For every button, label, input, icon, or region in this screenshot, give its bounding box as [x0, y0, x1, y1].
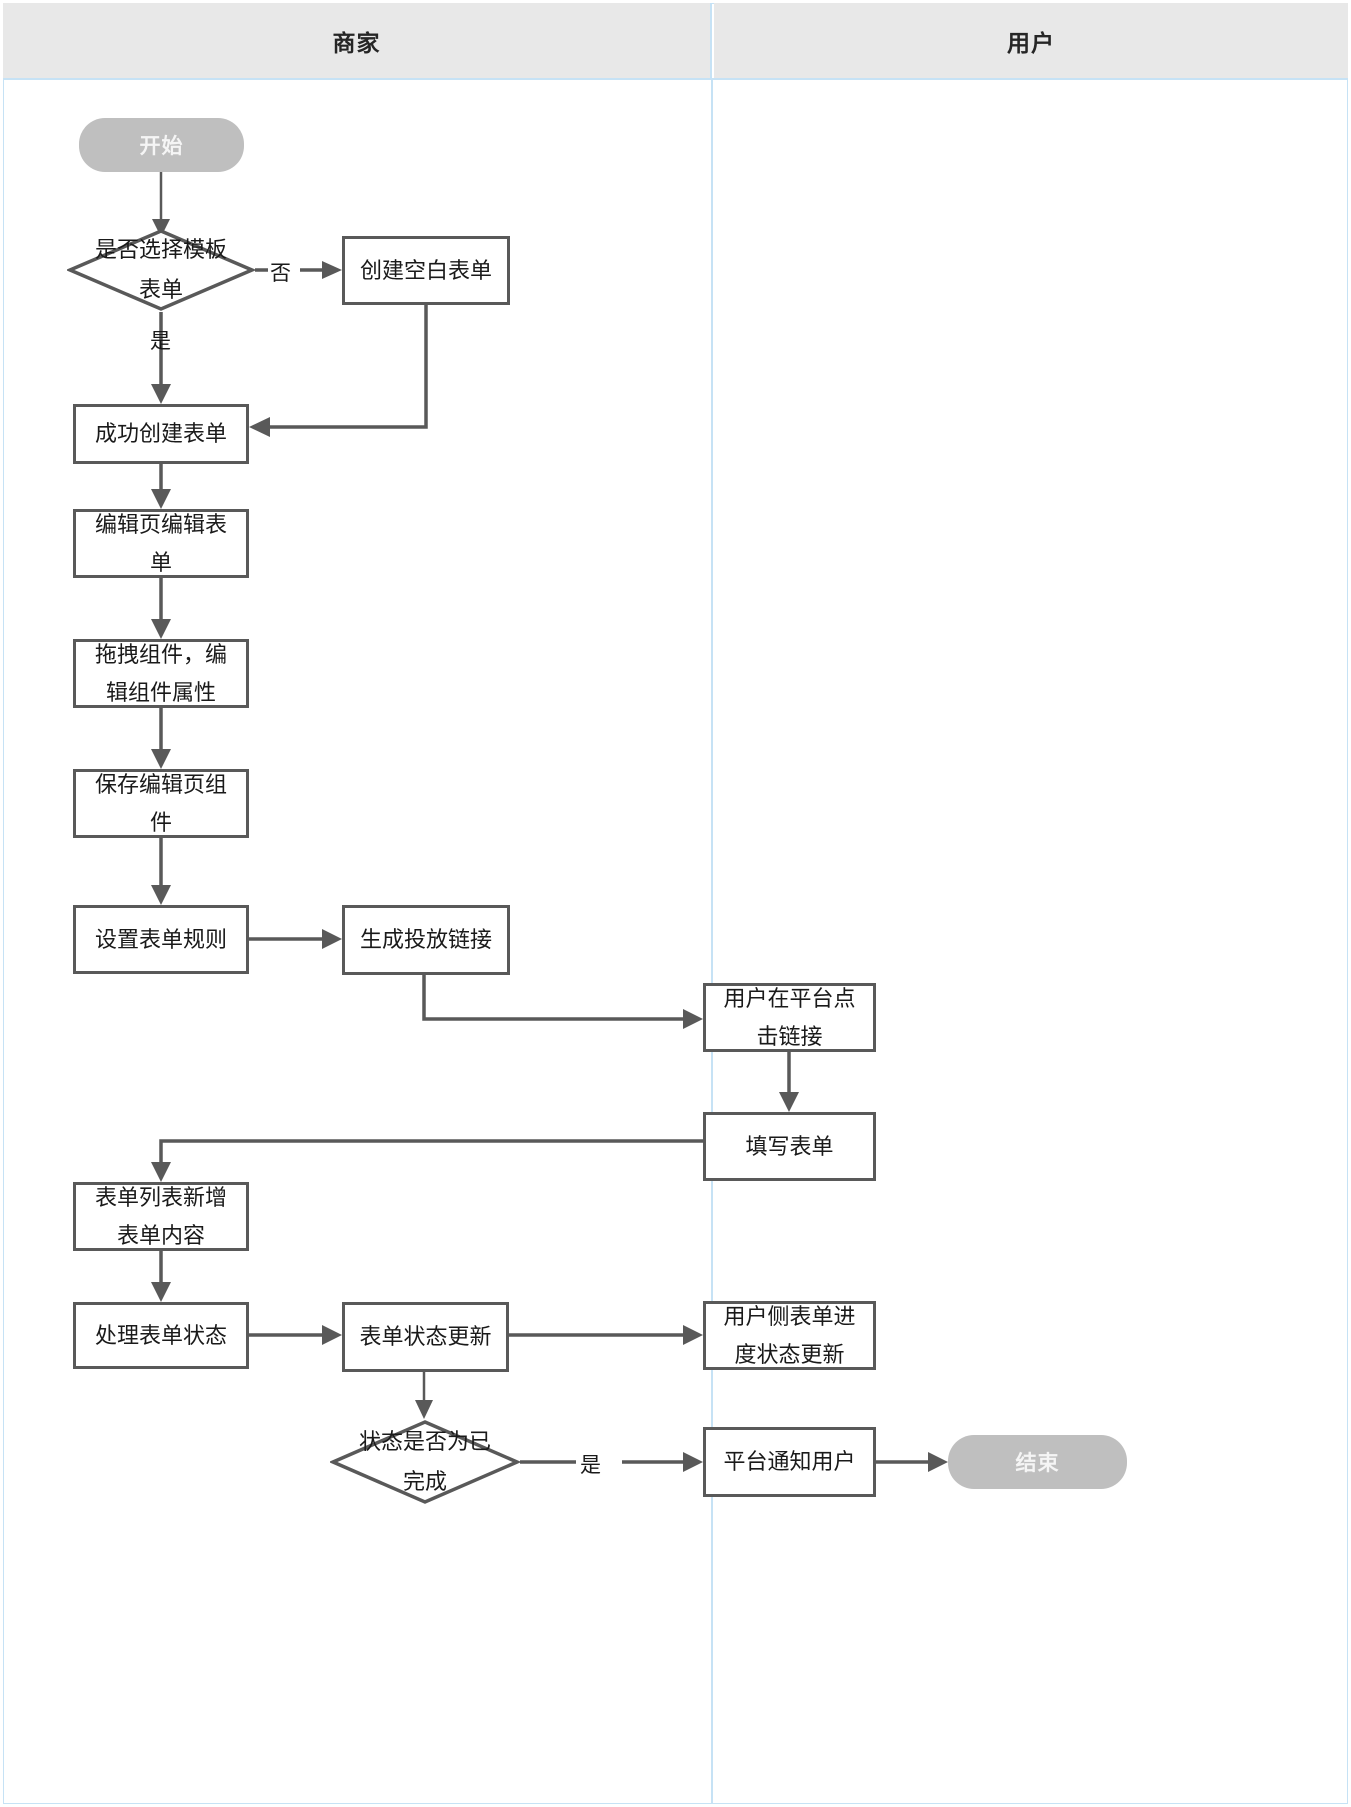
node-end[interactable]: 结束	[948, 1435, 1127, 1489]
node-choose-template-label: 是否选择模板 表单	[94, 237, 227, 302]
edge-label-yes-completed: 是	[580, 1454, 601, 1477]
node-user-click-link-label: 用户在平台点 击链接	[723, 985, 856, 1049]
node-process-status-label: 处理表单状态	[94, 1322, 227, 1348]
node-create-blank[interactable]: 创建空白表单	[342, 236, 510, 305]
node-choose-template[interactable]: 是否选择模板 表单	[67, 228, 255, 312]
lane-header-merchant: 商家	[3, 3, 712, 78]
node-edit-page-label: 编辑页编辑表 单	[94, 511, 227, 575]
node-drag-components[interactable]: 拖拽组件，编 辑组件属性	[73, 639, 249, 708]
lane-header-user-label: 用户	[1007, 29, 1055, 56]
node-user-progress[interactable]: 用户侧表单进 度状态更新	[703, 1301, 876, 1370]
node-user-click-link[interactable]: 用户在平台点 击链接	[703, 983, 876, 1052]
edge-label-no: 否	[270, 262, 291, 285]
node-user-progress-label: 用户侧表单进 度状态更新	[723, 1303, 856, 1367]
node-list-new-content-label: 表单列表新增 表单内容	[94, 1184, 227, 1248]
node-drag-components-label: 拖拽组件，编 辑组件属性	[94, 641, 227, 705]
node-fill-form[interactable]: 填写表单	[703, 1112, 876, 1181]
lane-divider	[711, 80, 713, 1804]
node-save-components-label: 保存编辑页组 件	[94, 771, 227, 835]
node-fill-form-label: 填写表单	[745, 1133, 834, 1159]
lane-header-merchant-label: 商家	[332, 29, 381, 56]
node-save-components[interactable]: 保存编辑页组 件	[73, 769, 249, 838]
node-end-label: 结束	[1015, 1452, 1060, 1475]
diamond-shape-choose-template	[67, 229, 255, 311]
node-is-completed[interactable]: 状态是否为已 完成	[330, 1419, 520, 1505]
node-create-blank-label: 创建空白表单	[359, 257, 492, 283]
node-notify-user-label: 平台通知用户	[723, 1449, 856, 1474]
node-status-update[interactable]: 表单状态更新	[342, 1302, 509, 1372]
swimlane-header-row: 商家 用户	[3, 3, 1348, 80]
diamond-shape-is-completed	[330, 1420, 520, 1504]
node-set-rules-label: 设置表单规则	[94, 926, 227, 952]
node-start-label: 开始	[139, 135, 184, 158]
node-is-completed-label: 状态是否为已 完成	[358, 1429, 491, 1494]
node-status-update-label: 表单状态更新	[359, 1324, 492, 1349]
node-list-new-content[interactable]: 表单列表新增 表单内容	[73, 1182, 249, 1251]
lane-header-user: 用户	[714, 3, 1348, 78]
node-create-success-label: 成功创建表单	[94, 421, 227, 446]
node-create-success[interactable]: 成功创建表单	[73, 404, 249, 464]
node-edit-page[interactable]: 编辑页编辑表 单	[73, 509, 249, 578]
node-process-status[interactable]: 处理表单状态	[73, 1302, 249, 1369]
node-set-rules[interactable]: 设置表单规则	[73, 905, 249, 974]
edge-label-yes-template: 是	[150, 330, 171, 353]
node-notify-user[interactable]: 平台通知用户	[703, 1427, 876, 1497]
node-generate-link-label: 生成投放链接	[359, 927, 492, 952]
node-generate-link[interactable]: 生成投放链接	[342, 905, 510, 975]
node-start[interactable]: 开始	[79, 118, 244, 172]
